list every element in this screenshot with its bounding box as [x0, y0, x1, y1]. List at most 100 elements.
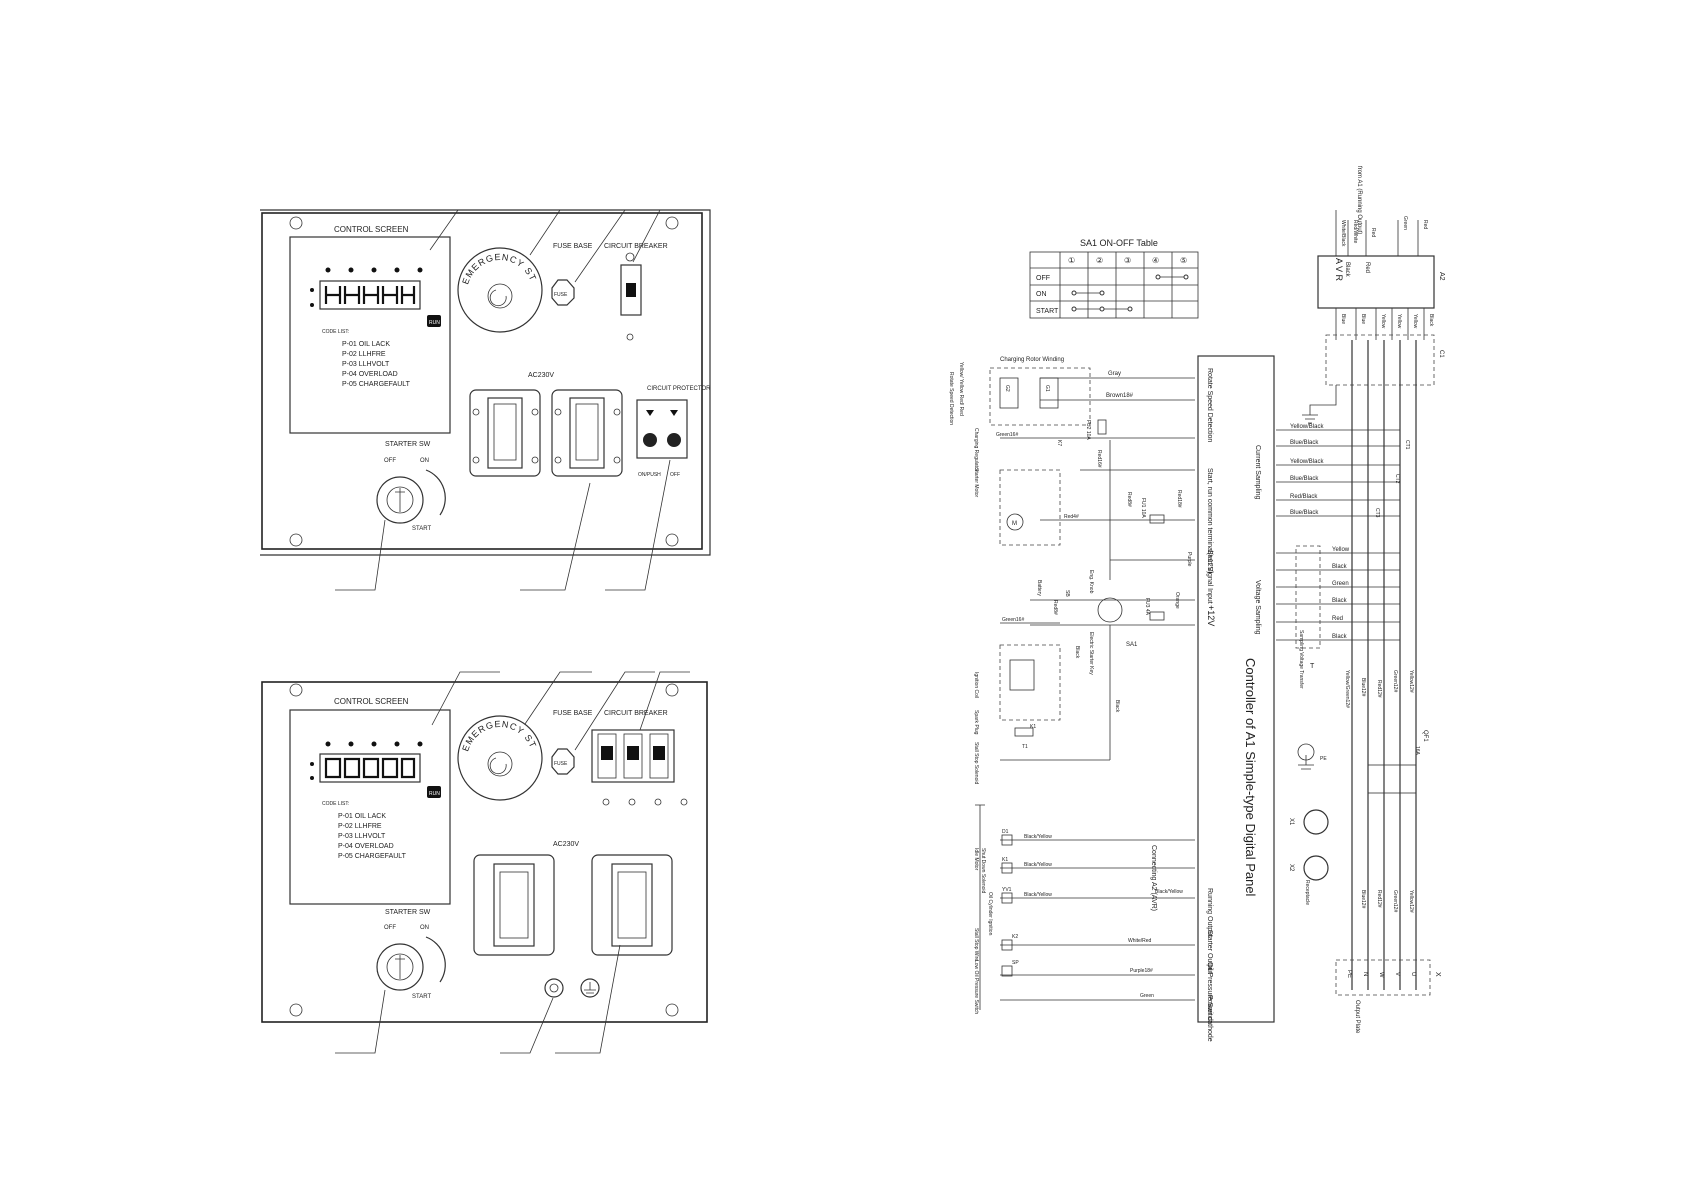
ground-terminal[interactable]: [544, 978, 564, 998]
fuse-holder-2[interactable]: [551, 748, 575, 775]
bus-wire-5: Yellow12#: [1408, 670, 1414, 693]
run-button[interactable]: [427, 315, 441, 327]
socket-right[interactable]: [551, 389, 623, 477]
avr-top-wire-3: Red: [1370, 228, 1376, 237]
receptacle-x2: X2: [1288, 864, 1294, 872]
avr-inner-red: Red: [1364, 262, 1370, 273]
starter-on-label: ON: [420, 458, 429, 464]
output-u: U: [1410, 972, 1416, 976]
voltage-transfer-label: Sampling Voltage Transfer: [1298, 630, 1304, 689]
yv1-code: YV1: [1002, 887, 1012, 893]
circuit-breaker-switch[interactable]: [620, 264, 642, 316]
socket-left-2[interactable]: [473, 854, 555, 956]
sa1-table-title: SA1 ON-OFF Table: [1080, 238, 1158, 248]
avr-label: A V R: [1334, 258, 1344, 282]
digit-display-2: [319, 753, 421, 783]
k7-code: K7: [1056, 440, 1062, 446]
wire-black-r2: Black: [1332, 598, 1348, 604]
wire-gray: Gray: [1108, 371, 1121, 377]
bus-wire-b4: Yellow12#: [1408, 890, 1414, 913]
sa1-row-off: OFF: [1036, 275, 1050, 282]
terminal-starter-output: Starter Output: [1206, 930, 1213, 974]
sb-code: SB: [1064, 590, 1070, 597]
charging-rotor-label: Charging Rotor Winding: [1000, 357, 1064, 363]
run-button-2[interactable]: [427, 786, 441, 798]
bus-wire-3: Red12#: [1376, 680, 1382, 698]
output-n: N: [1362, 972, 1368, 976]
electric-key-label: Electric Starter Key: [1088, 632, 1094, 675]
fuse-label: FUSE: [554, 292, 568, 298]
code-list-title: CODE LIST:: [322, 329, 349, 335]
bus-wire-b3: Green12#: [1392, 890, 1398, 912]
circuit-breaker-block[interactable]: [591, 729, 675, 783]
control-screen-2: [289, 709, 451, 905]
avr-top-wire-4: Green: [1402, 216, 1408, 230]
starter-sw-label-2: STARTER SW: [385, 909, 431, 916]
panel-top: CONTROL SCREEN RUN CODE LIST: P-01 OIL L…: [0, 0, 711, 591]
avr-bot-wire-4: Yellow: [1396, 314, 1402, 329]
terminal-oil-pressure: Oil Pressure Switch: [1206, 962, 1213, 1023]
starter-key-switch-2[interactable]: [376, 943, 424, 991]
ct2-label: CT2: [1394, 474, 1400, 484]
wire-yellow: Yellow: [1332, 547, 1350, 553]
sa1-table: SA1 ON-OFF Table ① ② ③ ④ ⑤ OFF ON START: [1029, 238, 1199, 319]
pe-code: PE: [1320, 756, 1327, 762]
starter-sw-label: STARTER SW: [385, 441, 431, 448]
fuse-label-2: FUSE: [554, 761, 568, 767]
ignition-coil-label: Ignition Coil: [973, 672, 979, 698]
qf1-code: QF1: [1422, 730, 1428, 742]
ac-label: AC230V: [528, 372, 554, 379]
wire-black-yellow-2: Black/Yellow: [1024, 862, 1052, 868]
qf1-value: 16A: [1414, 746, 1420, 756]
battery-label: Battery: [1036, 580, 1042, 596]
digit-segments: [324, 286, 416, 304]
rotate-speed-label: Rotate Speed Detection: [948, 372, 954, 425]
d1-code: D1: [1002, 829, 1009, 835]
k1-code: K1: [1030, 724, 1036, 730]
control-screen-label: CONTROL SCREEN: [334, 225, 409, 234]
current-sampling-label: Current Sampling: [1254, 445, 1261, 500]
emergency-stop-button[interactable]: [457, 247, 543, 333]
running-output-label: from A1 (Running Output): [1356, 166, 1362, 234]
ac-label-2: AC230V: [553, 841, 579, 848]
avr-top-wire-1: White/Black: [1340, 220, 1346, 247]
ct1-label: CT1: [1404, 440, 1410, 450]
t1-code: T1: [1022, 744, 1028, 750]
output-v: V: [1394, 972, 1400, 976]
starter-key-switch[interactable]: [376, 476, 424, 524]
socket-left[interactable]: [469, 389, 541, 477]
avr-code: A2: [1438, 272, 1445, 281]
starter-motor-label: Starter Motor: [973, 468, 979, 498]
code-2-4: P-04 OVERLOAD: [338, 843, 394, 850]
wire-yellow-black-2: Yellow/Black: [1290, 459, 1324, 465]
controller-a1: Controller of A1 Simple-type Digital Pan…: [1150, 355, 1275, 1042]
wire-orange: Orange: [1174, 592, 1180, 609]
wire-red8: Red8#: [1126, 492, 1132, 507]
circuit-protector[interactable]: [636, 399, 688, 459]
avr-bot-wire-2: Blue: [1360, 314, 1366, 324]
terminal-connecting-a2: Connecting A2 (AVR): [1150, 845, 1157, 911]
run-button-label-2: RUN: [429, 791, 440, 797]
controller-title: Controller of A1 Simple-type Digital Pan…: [1243, 658, 1258, 897]
terminal-start-signal: Start Signal Input: [1206, 550, 1213, 604]
terminal-rotate-speed: Rotate Speed Detection: [1206, 368, 1213, 442]
wire-black-r1: Black: [1332, 564, 1348, 570]
g2-code: G2: [1004, 385, 1010, 392]
fu1-code: FU1 10A: [1140, 498, 1146, 518]
stall-stop-label: Stall Stop Solenoid: [973, 742, 979, 784]
fu2-code: FU2 10A: [1085, 420, 1091, 440]
sa1-row-on: ON: [1036, 291, 1047, 298]
emergency-stop-button-2[interactable]: [457, 715, 543, 801]
socket-right-2[interactable]: [591, 854, 673, 956]
spark-plug-label: Spark Plug: [973, 710, 979, 735]
wire-green-r: Green: [1332, 581, 1349, 587]
starter-on-label-2: ON: [420, 925, 429, 931]
receptacle-x1: X1: [1288, 818, 1294, 826]
fuse-holder[interactable]: [551, 279, 575, 306]
fuse-base-label: FUSE BASE: [553, 243, 593, 250]
code-2-5: P-05 CHARGEFAULT: [338, 853, 407, 860]
control-screen-label-2: CONTROL SCREEN: [334, 697, 409, 706]
wire-black-1: Black: [1074, 646, 1080, 659]
g1-code: G1: [1044, 385, 1050, 392]
yellow-red-label: Yellow/ Yellow Red/ Red: [958, 362, 964, 416]
